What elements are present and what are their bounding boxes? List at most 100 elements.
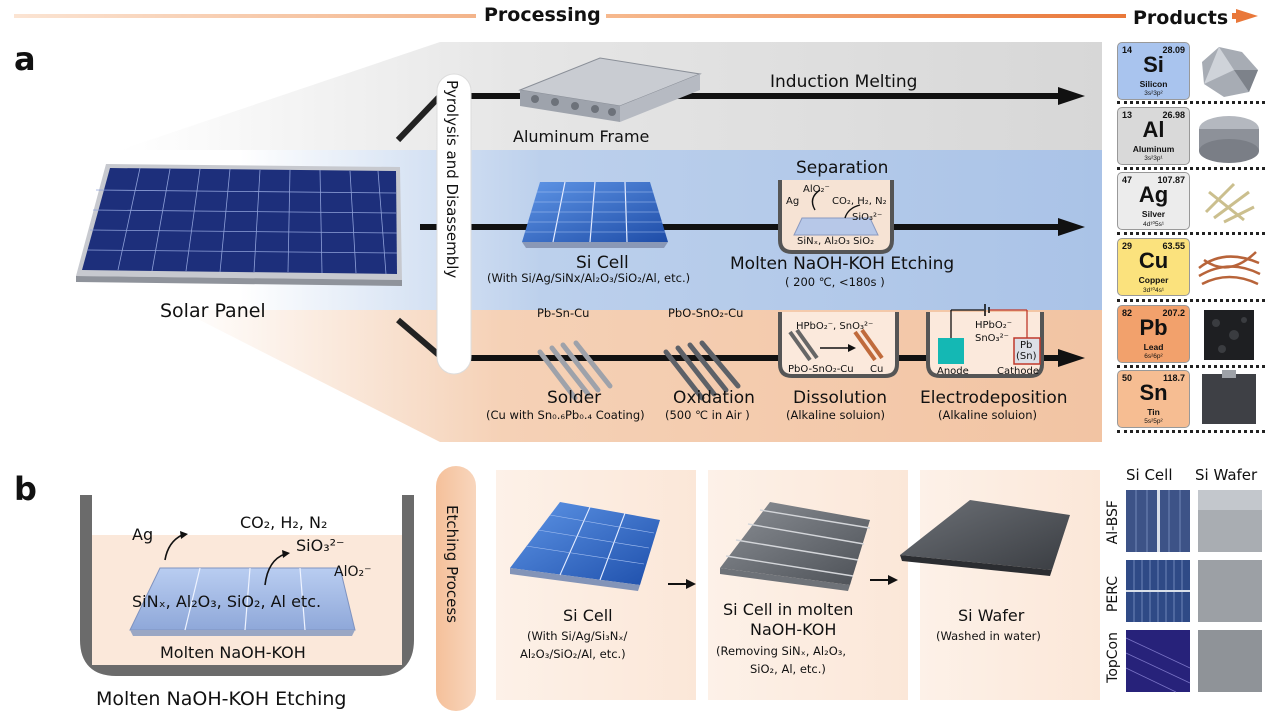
b-beaker-alo2: AlO₂⁻ — [334, 564, 372, 580]
b-beaker-layers: SiNₓ, Al₂O₃, SiO₂, Al etc. — [132, 592, 322, 611]
molten-etching-label: Molten NaOH-KOH Etching — [730, 254, 955, 274]
induction-melting-label: Induction Melting — [770, 72, 918, 92]
product-separator — [1117, 430, 1265, 433]
beaker1-ag: Ag — [786, 196, 800, 207]
beaker2-ions: HPbO₂⁻, SnO₃²⁻ — [796, 321, 874, 332]
dissolution-label: Dissolution — [793, 388, 887, 408]
grid-row-perc: PERC — [1105, 576, 1121, 613]
b-beaker-molten: Molten NaOH-KOH — [160, 643, 306, 662]
copper-photo — [1198, 251, 1261, 286]
step-box-wafer — [920, 470, 1100, 700]
beaker1-arrow-ag — [811, 189, 821, 211]
electrodeposition-label: Electrodeposition — [920, 388, 1068, 408]
b-beaker-ag: Ag — [132, 525, 154, 544]
grid-perc-wafer — [1198, 560, 1262, 622]
b-beaker-gases: CO₂, H₂, N₂ — [240, 513, 328, 532]
beaker1-arrow-sio3 — [844, 204, 861, 219]
grid-row-al-bsf: Al-BSF — [1105, 500, 1121, 545]
oxidation-wires-image — [663, 340, 741, 401]
beaker2-right: Cu — [870, 364, 884, 375]
step2-sub2: SiO₂, Al, etc.) — [750, 662, 826, 676]
beaker1-sio3: SiO₃²⁻ — [852, 212, 883, 223]
tin-photo — [1202, 370, 1256, 424]
etching-process-graphics — [436, 466, 1100, 711]
step1-sub1: (With Si/Ag/Si₃Nₓ/ — [527, 629, 628, 643]
etching-process-label: Etching Process — [443, 505, 461, 623]
oxidation-label: Oxidation — [673, 388, 755, 408]
header-line-right — [606, 14, 1126, 18]
beaker3-cathode: Cathode — [997, 366, 1039, 377]
beaker1-gases: CO₂, H₂, N₂ — [832, 196, 887, 207]
step2-title1: Si Cell in molten — [723, 600, 854, 619]
oxidation-conditions: (500 ℃ in Air ) — [665, 408, 750, 422]
beaker3-ions1: HPbO₂⁻ — [975, 320, 1013, 331]
product-separator — [1117, 101, 1265, 104]
product-separator — [1117, 365, 1265, 368]
aluminum-frame-image — [518, 57, 702, 122]
si-cell-composition: (With Si/Ag/SiNx/Al₂O₃/SiO₂/Al, etc.) — [487, 271, 691, 285]
beaker-dissolution-image — [778, 312, 899, 378]
dissolution-conditions: (Alkaline soluion) — [786, 408, 885, 422]
beaker2-left: PbO-SnO₂-Cu — [788, 364, 854, 375]
beaker3-anode: Anode — [937, 366, 969, 377]
silicon-photo — [1202, 47, 1258, 97]
beaker-electrodeposition-image — [926, 304, 1044, 378]
solder-composition: (Cu with Sn₀.₆Pb₀.₄ Coating) — [486, 408, 645, 422]
beaker3-sn: (Sn) — [1016, 351, 1037, 362]
silver-photo — [1204, 182, 1255, 224]
solder-label: Solder — [547, 388, 602, 408]
grid-row-topcon: TopCon — [1105, 632, 1121, 683]
beaker-separation-image — [778, 180, 894, 254]
processing-title: Processing — [484, 4, 601, 26]
panel-b-beaker — [80, 495, 414, 676]
header-arrows — [14, 9, 1258, 23]
separation-label: Separation — [796, 158, 889, 178]
lead-photo — [1204, 310, 1254, 360]
molten-etching-conditions: ( 200 ℃, <180s ) — [785, 275, 885, 289]
pbo-sno2-cu-label: PbO-SnO₂-Cu — [668, 306, 744, 320]
beaker1-bottom: SiNₓ, Al₂O₃ SiO₂ — [797, 236, 875, 247]
pb-sn-cu-label: Pb-Sn-Cu — [537, 306, 590, 320]
step1-sub2: Al₂O₃/SiO₂/Al, etc.) — [520, 647, 626, 661]
beaker3-pb: Pb — [1020, 340, 1033, 351]
panel-a-graphics — [76, 42, 1102, 442]
header-line-left — [14, 14, 476, 18]
beaker3-ions2: SnO₃²⁻ — [975, 333, 1009, 344]
pyrolysis-label: Pyrolysis and Disassembly — [443, 80, 461, 279]
etching-process-pill — [436, 466, 476, 711]
header-arrow-head — [1236, 9, 1258, 23]
panel-a-letter: a — [14, 40, 36, 78]
si-cell-label: Si Cell — [576, 253, 629, 273]
product-separator — [1117, 167, 1265, 170]
aluminum-frame-label: Aluminum Frame — [513, 127, 650, 146]
step2-sub1: (Removing SiNₓ, Al₂O₃, — [716, 644, 847, 658]
product-separator — [1117, 232, 1265, 235]
b-beaker-sio3: SiO₃²⁻ — [296, 536, 345, 555]
solder-wires-image — [537, 340, 613, 401]
b-beaker-caption: Molten NaOH-KOH Etching — [96, 688, 347, 710]
step1-title: Si Cell — [563, 606, 613, 625]
beaker1-alo2: AlO₂⁻ — [803, 184, 830, 195]
branch-top — [395, 93, 443, 143]
branch-bottom — [396, 317, 442, 359]
grid-col-si-wafer: Si Wafer — [1195, 466, 1258, 484]
panel-b-letter: b — [14, 470, 37, 508]
pyrolysis-pill — [436, 73, 472, 375]
aluminum-photo — [1199, 116, 1259, 163]
solar-panel-label: Solar Panel — [160, 300, 266, 322]
product-separator — [1117, 299, 1265, 302]
step2-title2: NaOH-KOH — [750, 620, 837, 639]
step3-title: Si Wafer — [958, 606, 1025, 625]
electrodeposition-conditions: (Alkaline soluion) — [938, 408, 1037, 422]
grid-topcon-cell — [1126, 630, 1190, 692]
solar-panel-image — [76, 164, 402, 286]
si-cell-image — [522, 181, 668, 248]
products-title: Products — [1133, 7, 1229, 29]
grid-topcon-wafer — [1198, 630, 1262, 692]
